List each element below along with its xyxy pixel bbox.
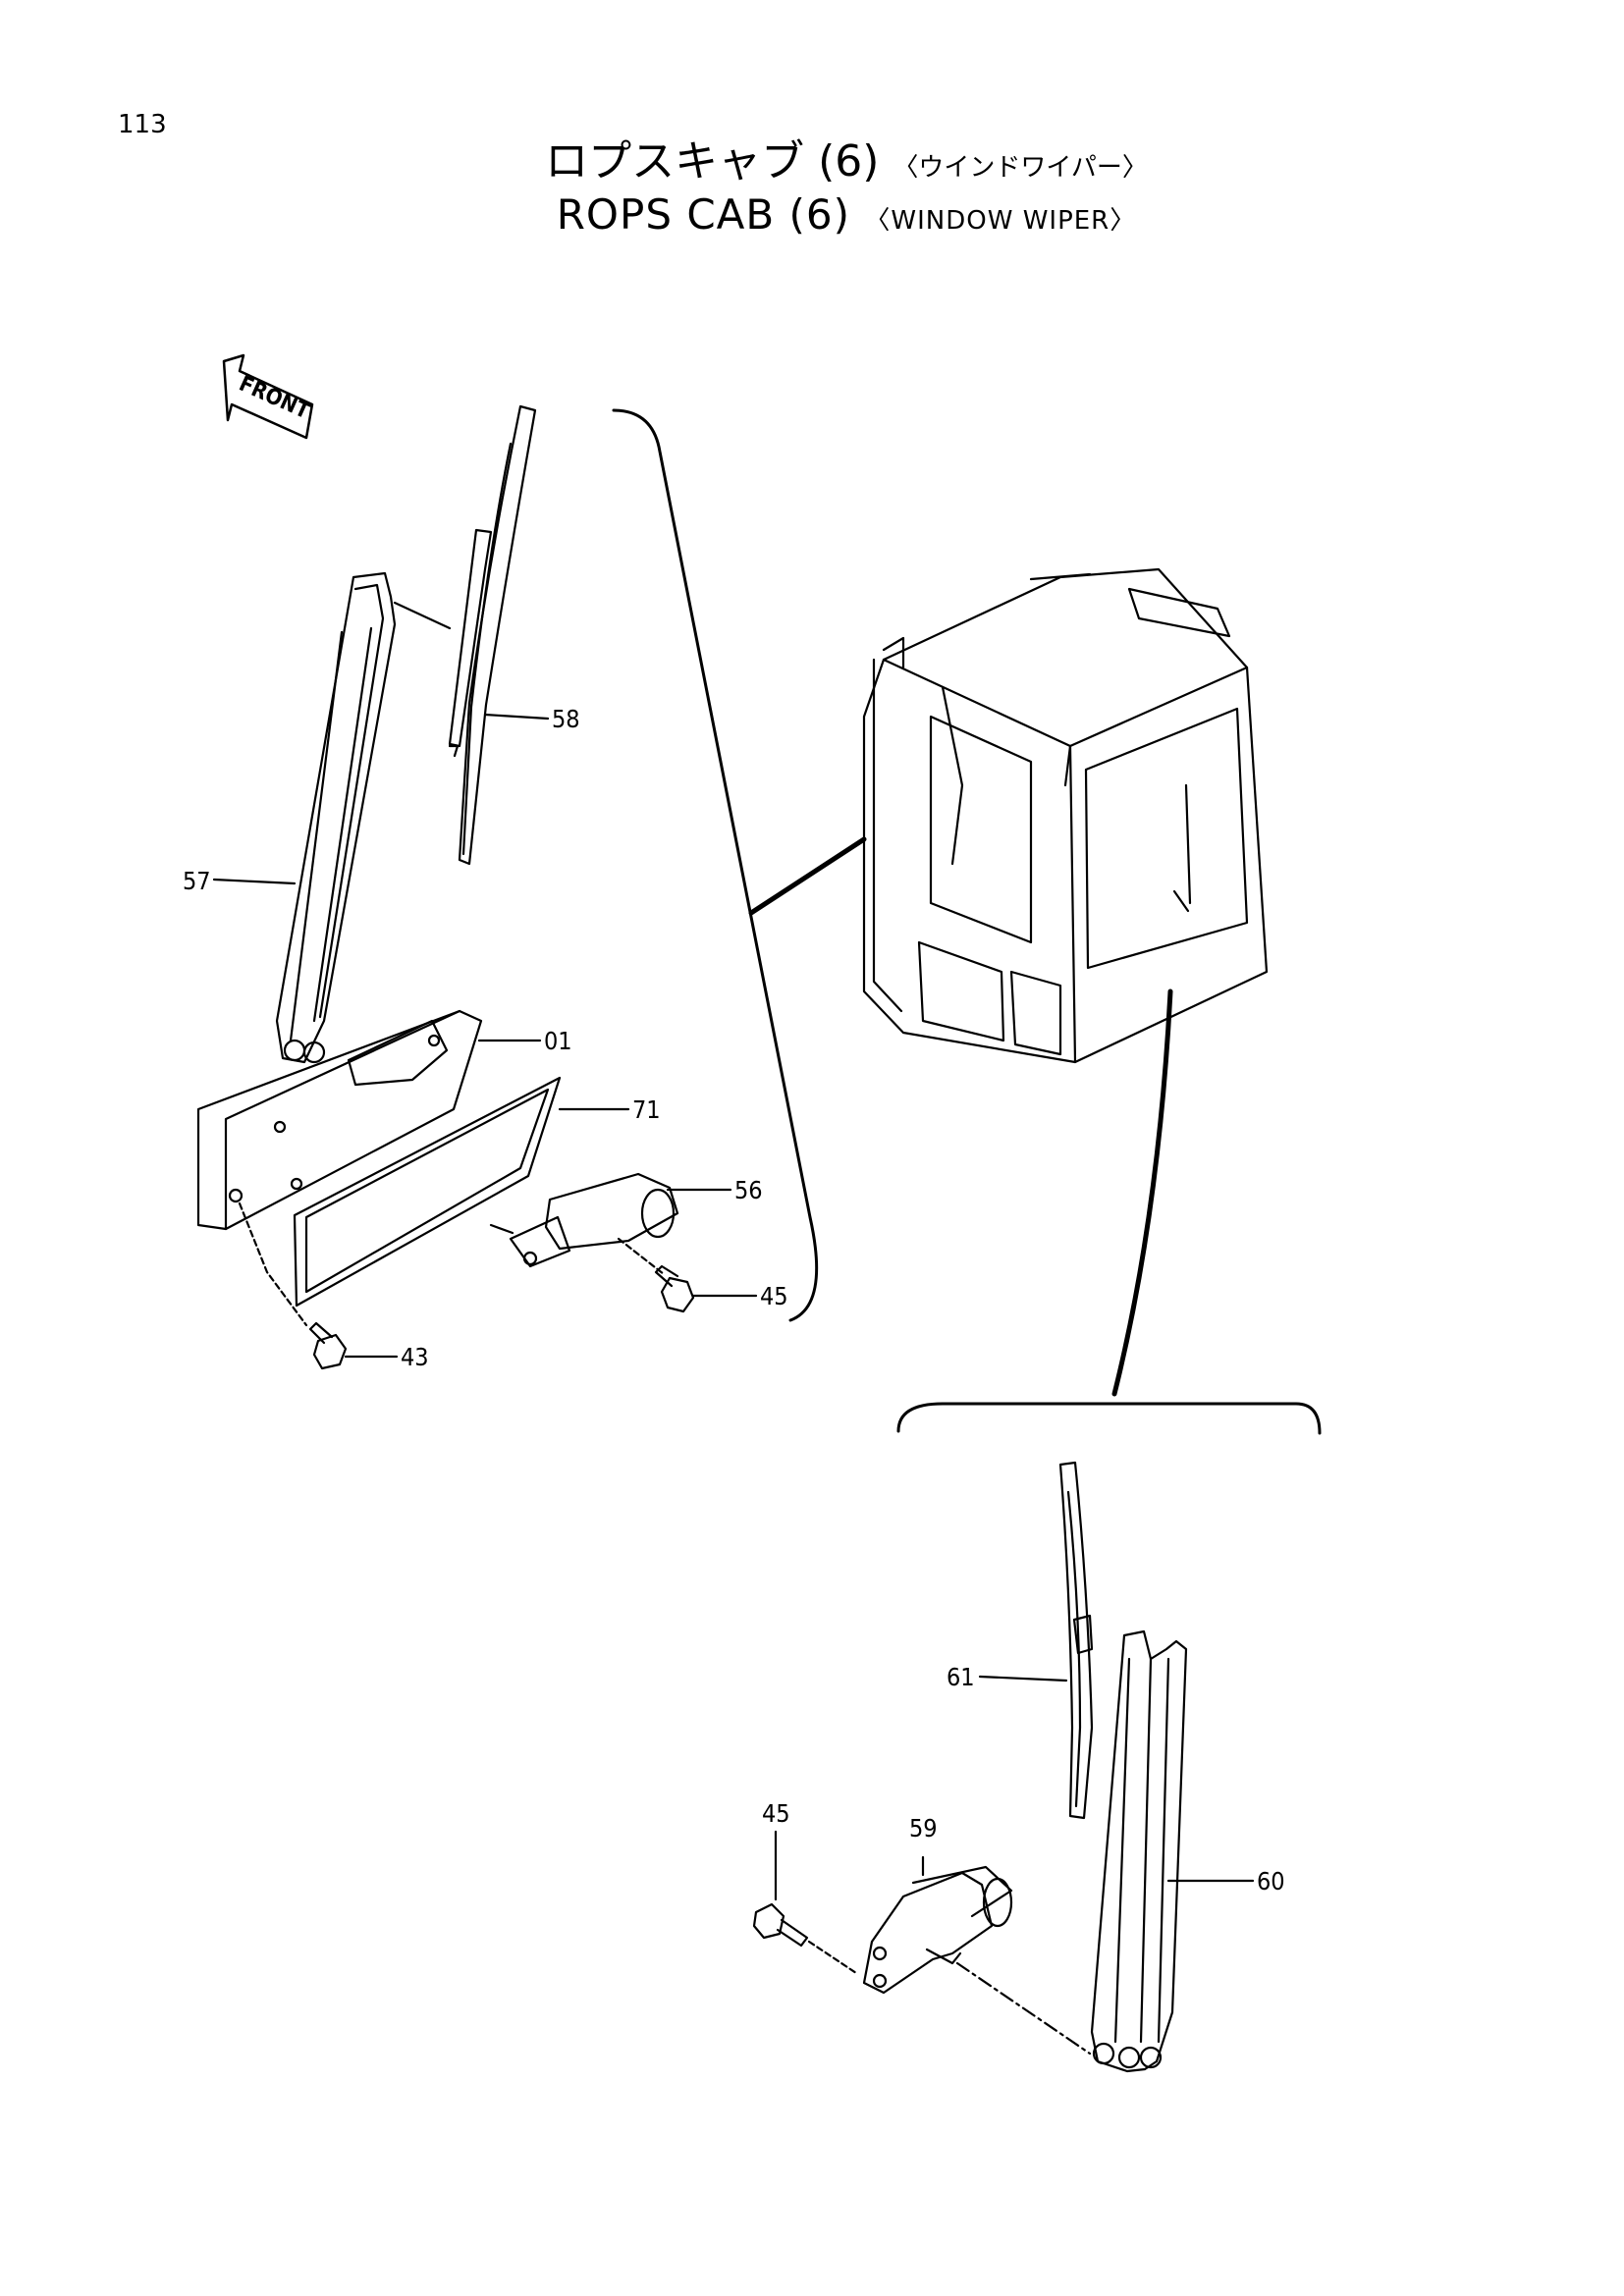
title-english-sub: 〈WINDOW WIPER〉 (864, 206, 1137, 236)
callout-71: 71 (632, 1095, 661, 1124)
wiper-arm-57 (275, 571, 397, 1064)
page-number: 113 (118, 110, 167, 139)
callout-45-upper: 45 (760, 1282, 788, 1310)
leader-57 (212, 878, 297, 885)
title-english: ROPS CAB (6) 〈WINDOW WIPER〉 (0, 190, 1624, 239)
front-arrow-icon: FRONT (222, 353, 314, 440)
wiper-motor-59 (862, 1865, 1013, 1995)
wiper-blade-58 (448, 404, 537, 866)
bolt-43 (308, 1321, 348, 1370)
callout-60: 60 (1257, 1867, 1285, 1896)
rops-cab (862, 567, 1269, 1064)
leader-to-lower-detail (1111, 988, 1173, 1397)
callout-61: 61 (947, 1663, 975, 1691)
leader-58 (483, 713, 550, 721)
wiper-blade-61 (1058, 1461, 1094, 1820)
wiper-arm-60 (1090, 1629, 1188, 2073)
callout-45-lower: 45 (762, 1799, 790, 1828)
leader-lower-shaft (955, 1961, 1092, 2056)
detail-bracket-lower (896, 1402, 1322, 1435)
callout-59: 59 (909, 1814, 938, 1842)
title-japanese: ロプスキャブ (6) 〈ウインドワイパー〉 (0, 126, 1624, 188)
leader-lower-bolt (807, 1940, 858, 1975)
leader-bolt45 (617, 1237, 666, 1276)
seal-71 (293, 1076, 562, 1308)
detail-bracket-upper (612, 408, 819, 1322)
title-japanese-main: ロプスキャブ (6) (545, 136, 880, 187)
leader-to-cab-front (748, 836, 867, 916)
title-english-main: ROPS CAB (6) (556, 190, 851, 239)
leader-bolt43 (238, 1201, 308, 1327)
callout-56: 56 (734, 1176, 763, 1204)
wiper-motor-56 (489, 1172, 679, 1268)
bolt-45-lower (752, 1902, 809, 1948)
callout-58: 58 (552, 705, 580, 733)
bracket-plate-01 (196, 1009, 483, 1231)
leader-arm-to-blade (393, 601, 452, 630)
front-label: FRONT (236, 372, 314, 425)
callout-01: 01 (544, 1027, 572, 1055)
callout-57: 57 (183, 867, 211, 895)
leader-61 (978, 1675, 1068, 1682)
title-japanese-sub: 〈ウインドワイパー〉 (893, 153, 1148, 183)
callout-43: 43 (401, 1343, 429, 1371)
